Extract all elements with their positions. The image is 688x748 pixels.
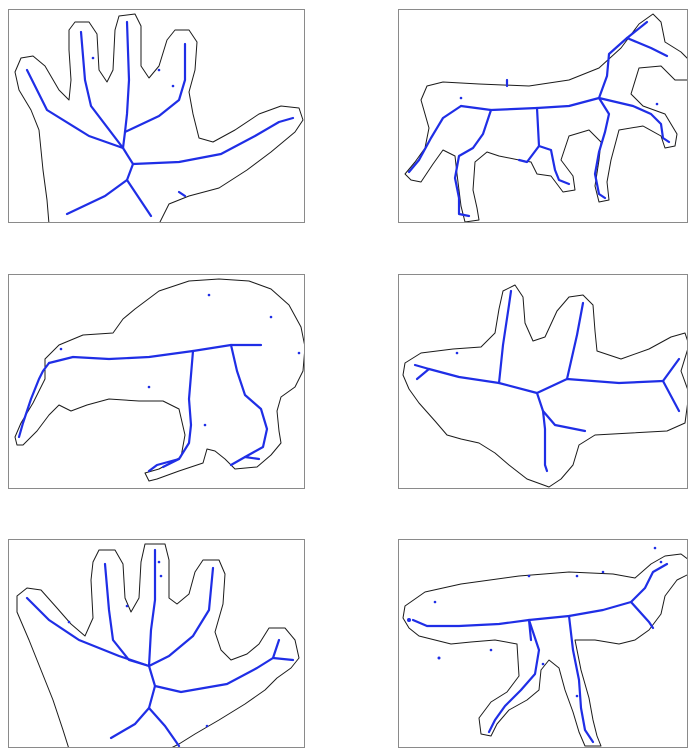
kiwi-outline xyxy=(15,279,305,481)
kiwi-diagram xyxy=(9,275,305,489)
hand-skeleton xyxy=(27,22,293,216)
hand-diagram xyxy=(9,10,305,223)
panel-horse xyxy=(398,9,688,223)
animal-skeleton xyxy=(407,547,667,742)
blob-diagram xyxy=(399,275,688,489)
panel-hand-top xyxy=(8,9,305,223)
hand-skeleton-2 xyxy=(27,550,293,746)
horse-skeleton xyxy=(409,22,669,216)
panel-animal xyxy=(398,539,688,748)
blob-skeleton xyxy=(415,291,679,471)
animal-outline xyxy=(403,554,688,746)
panel-blob-shape xyxy=(398,274,688,489)
hand-diagram-2 xyxy=(9,540,305,748)
hand-outline xyxy=(15,14,303,223)
animal-diagram xyxy=(399,540,688,748)
panel-kiwi-bird xyxy=(8,274,305,489)
horse-diagram xyxy=(399,10,688,223)
panel-hand-bottom xyxy=(8,539,305,748)
kiwi-skeleton xyxy=(19,294,300,471)
